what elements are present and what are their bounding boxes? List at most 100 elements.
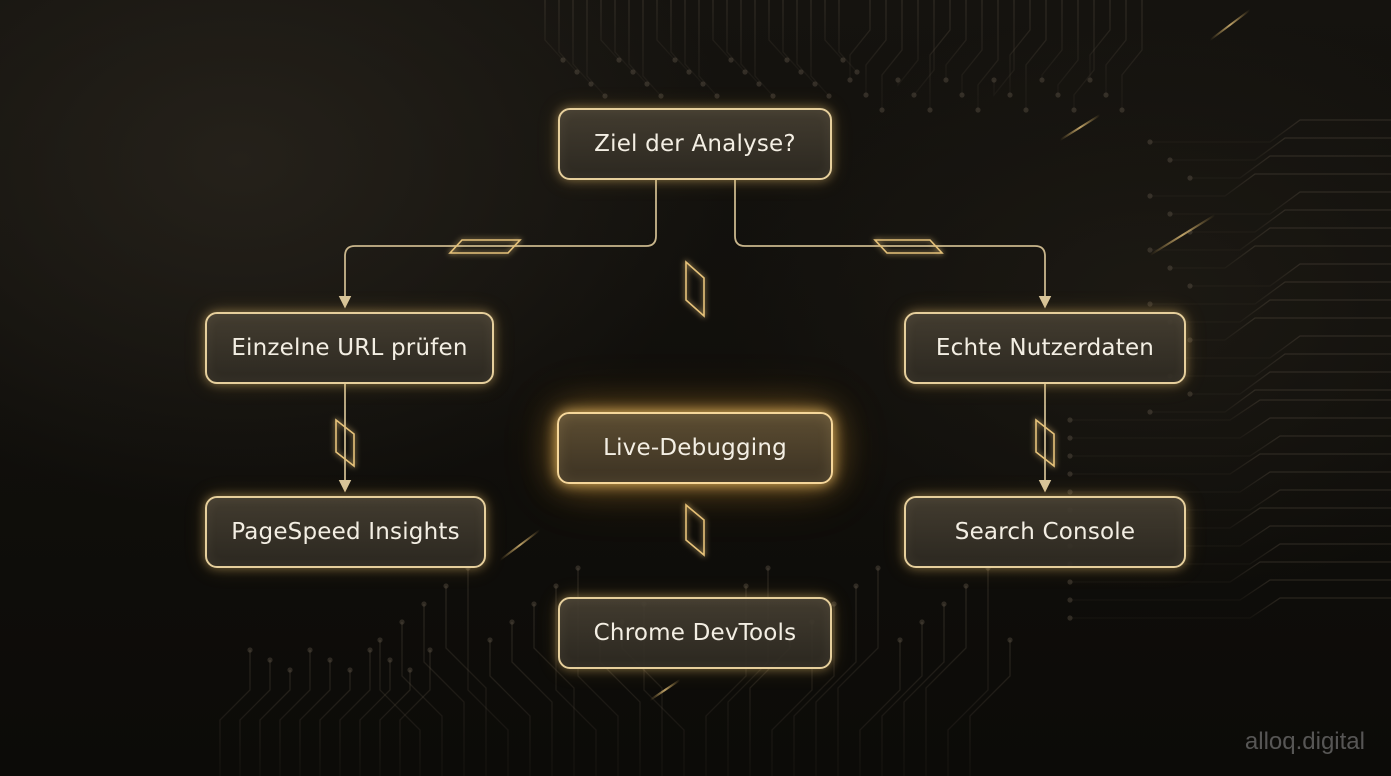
circuit-trace (1170, 353, 1391, 377)
circuit-trace (1041, 0, 1063, 80)
circuit-node-dot (658, 93, 664, 99)
circuit-node-dot (247, 647, 253, 653)
circuit-node-dot (770, 93, 776, 99)
node-real-user-data: Echte Nutzerdaten (904, 312, 1186, 384)
circuit-trace (399, 650, 431, 776)
circuit-trace (670, 0, 690, 73)
circuit-trace (1190, 317, 1391, 341)
circuit-trace (945, 0, 967, 80)
circuit-node-dot (672, 57, 678, 63)
circuit-trace (239, 660, 271, 776)
circuit-trace (824, 0, 844, 61)
node-pagespeed-insights: PageSpeed Insights (205, 496, 486, 568)
circuit-trace (712, 0, 732, 61)
circuit-node-dot (509, 619, 515, 625)
circuit-trace (925, 586, 967, 776)
circuit-trace (1009, 0, 1031, 95)
circuit-trace (1070, 453, 1391, 475)
circuit-trace (810, 0, 830, 97)
circuit-trace (586, 0, 606, 97)
decision-node-root: Ziel der Analyse? (558, 108, 832, 180)
circuit-trace (656, 0, 676, 61)
circuit-trace (558, 0, 578, 73)
connector-root-to-left (338, 180, 657, 309)
signal-chip-left-branch (448, 239, 522, 254)
circuit-trace (1190, 263, 1391, 287)
circuit-node-dot (327, 657, 333, 663)
watermark-text: alloq.digital (1244, 728, 1365, 755)
circuit-trace (815, 586, 857, 776)
circuit-trace (1150, 119, 1391, 143)
circuit-node-dot (427, 647, 433, 653)
circuit-node-dot (728, 57, 734, 63)
circuit-node-dot (847, 77, 853, 83)
node-chrome-devtools: Chrome DevTools (558, 597, 832, 669)
node-label: PageSpeed Insights (231, 519, 460, 545)
circuit-trace (1121, 0, 1143, 110)
circuit-trace (726, 0, 746, 73)
circuit-node-dot (963, 583, 969, 589)
circuit-node-dot (1147, 409, 1153, 415)
circuit-trace (881, 622, 923, 776)
circuit-node-dot (407, 667, 413, 673)
circuit-node-dot (630, 69, 636, 75)
circuit-trace (1070, 471, 1391, 493)
light-streak (499, 529, 541, 561)
circuit-trace (1025, 0, 1047, 110)
circuit-trace (279, 650, 311, 776)
circuit-node-dot (831, 601, 837, 607)
circuit-node-dot (1067, 435, 1073, 441)
circuit-node-dot (784, 57, 790, 63)
circuit-node-dot (644, 81, 650, 87)
node-single-url-check: Einzelne URL prüfen (205, 312, 494, 384)
circuit-trace (796, 0, 816, 85)
signal-chip-right-vertical (1035, 418, 1055, 468)
circuit-node-dot (1067, 453, 1073, 459)
circuit-trace (572, 0, 592, 85)
circuit-node-dot (1087, 77, 1093, 83)
circuit-trace (793, 604, 835, 776)
circuit-node-dot (616, 57, 622, 63)
light-streak (1209, 9, 1251, 41)
circuit-node-dot (853, 583, 859, 589)
circuit-trace (614, 0, 634, 73)
circuit-node-dot (1187, 337, 1193, 343)
circuit-node-dot (307, 647, 313, 653)
circuit-node-dot (1167, 265, 1173, 271)
circuit-node-dot (1147, 139, 1153, 145)
circuit-trace (511, 622, 553, 776)
light-streak (1059, 114, 1101, 141)
circuit-trace (1190, 371, 1391, 395)
circuit-trace (359, 660, 391, 776)
circuit-node-dot (1055, 92, 1061, 98)
circuit-node-dot (1067, 579, 1073, 585)
circuit-trace (1070, 399, 1391, 421)
node-label: Live-Debugging (603, 435, 787, 461)
circuit-trace (1070, 417, 1391, 439)
circuit-trace (533, 604, 575, 776)
circuit-trace (961, 0, 983, 95)
circuit-trace (684, 0, 704, 85)
circuit-trace (913, 0, 935, 96)
circuit-node-dot (575, 565, 581, 571)
node-label: Search Console (954, 519, 1136, 545)
circuit-node-dot (895, 77, 901, 83)
circuit-node-dot (588, 81, 594, 87)
circuit-trace (1150, 281, 1391, 305)
circuit-trace (299, 660, 331, 776)
circuit-trace (489, 640, 531, 776)
circuit-node-dot (1103, 92, 1109, 98)
circuit-node-dot (487, 637, 493, 643)
circuit-node-dot (975, 107, 981, 113)
circuit-node-dot (1119, 107, 1125, 113)
circuit-node-dot (686, 69, 692, 75)
circuit-trace (339, 650, 371, 776)
circuit-node-dot (1067, 417, 1073, 423)
circuit-node-dot (798, 69, 804, 75)
circuit-trace (754, 0, 774, 97)
circuit-trace (1170, 191, 1391, 215)
circuit-node-dot (1187, 391, 1193, 397)
circuit-trace (1170, 245, 1391, 269)
circuit-node-dot (991, 77, 997, 83)
